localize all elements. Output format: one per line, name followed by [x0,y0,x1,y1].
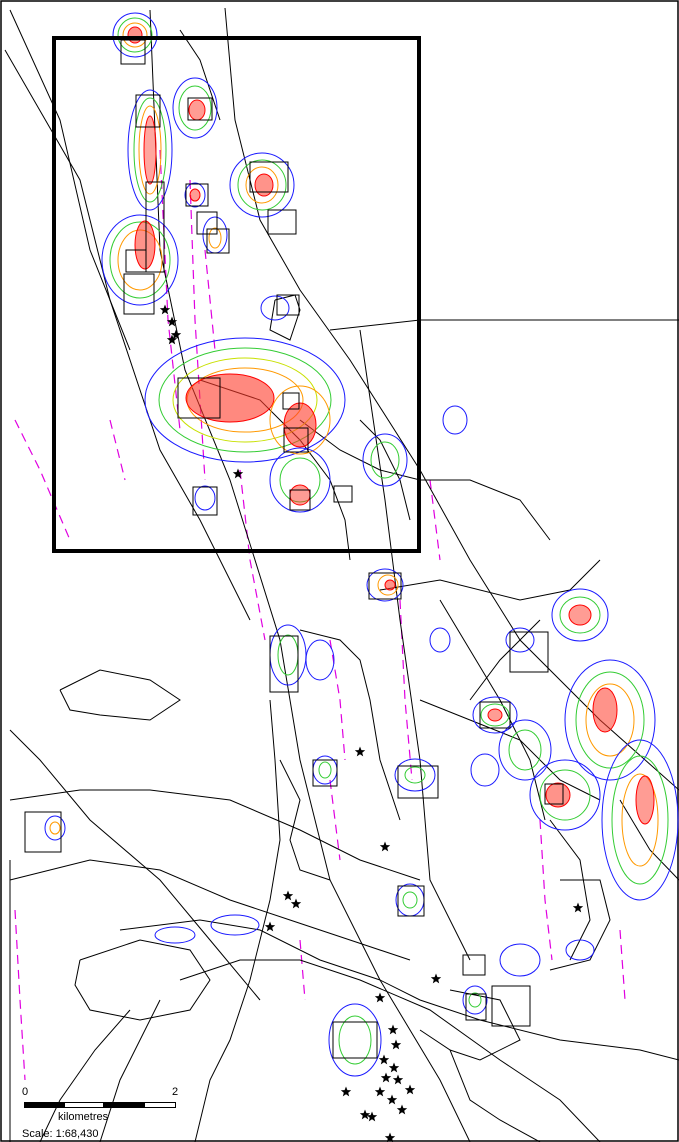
cluster-north-top [112,12,158,58]
star-icon [374,992,386,1003]
square-outline-icon [123,273,155,315]
square-outline-icon [312,759,338,787]
contour-clusters [44,12,679,1077]
scale-units-label: kilometres [58,1111,109,1123]
square-outline-icon [465,993,487,1021]
scale-bar: 0 2 kilometres Scale: 1:68,430 [22,1086,180,1142]
star-icon [430,973,442,984]
star-icon [264,921,276,932]
cluster-central-south [269,447,331,513]
star-icon [374,1086,386,1097]
square-outline-icon [24,811,62,853]
square-outline-icon [267,209,297,235]
scale-segment-4 [144,1102,176,1108]
star-icon [166,334,178,345]
star-icon [386,1094,398,1105]
star-icon [359,1109,371,1120]
square-outline-icon [192,486,218,516]
inset-frame [52,36,421,553]
square-outline-icon [282,392,300,410]
square-outline-icon [187,97,213,121]
square-outline-icon [206,228,230,254]
star-icon [380,1072,392,1083]
cluster-north-ridge [127,89,173,211]
scale-start-label: 0 [22,1086,29,1098]
square-outline-icon [333,485,353,503]
star-icon [572,902,584,913]
cluster-west-ridge [101,214,179,306]
scale-segment-1 [24,1102,64,1108]
star-icon [290,898,302,909]
star-icon [340,1086,352,1097]
square-outline-icon [397,765,439,799]
star-icon [159,304,171,315]
square-outline-icon [145,181,165,273]
square-outline-icon [185,183,209,207]
star-icon [384,1132,396,1142]
square-outline-icon [249,161,289,193]
square-outline-icon [125,249,147,273]
star-icon [232,468,244,479]
star-icon [396,1104,408,1115]
star-icon [170,329,182,340]
scale-segment-2 [64,1102,104,1108]
square-outline-icon [479,701,511,729]
square-outline-icon [177,377,221,419]
scale-segment-3 [104,1102,144,1108]
square-outline-icon [269,635,299,693]
cluster-central-large [144,337,346,463]
square-outline-icon [135,94,161,128]
square-outline-icon [462,954,486,976]
star-icon [392,1074,404,1085]
square-outline-icon [544,783,564,805]
road-network [4,7,679,1142]
star-markers [159,304,584,1142]
star-icon [366,1111,378,1122]
scale-end-label: 2 [172,1086,179,1098]
star-icon [388,1062,400,1073]
square-outline-icon [289,489,311,511]
cluster-east-top [229,152,295,218]
square-outline-icon [491,985,531,1027]
star-icon [379,841,391,852]
square-outline-icon [332,1021,378,1059]
square-outline-icon [509,631,549,673]
star-icon [166,316,178,327]
square-outline-icon [283,427,309,453]
star-icon [282,890,294,901]
scale-ratio-label: Scale: 1:68,430 [22,1128,99,1140]
cluster-mid [44,182,595,1077]
square-outline-icon [368,572,402,600]
square-outline-icon [276,294,300,316]
cluster-ne-small [172,77,218,139]
square-outline-icon [397,885,425,917]
star-icon [378,1054,390,1065]
star-icon [354,746,366,757]
cluster-far-east [498,588,679,901]
dashed-lines [14,149,626,1081]
cluster-mid-east [362,433,408,602]
star-icon [404,1084,416,1095]
star-icon [387,1024,399,1035]
star-icon [390,1039,402,1050]
